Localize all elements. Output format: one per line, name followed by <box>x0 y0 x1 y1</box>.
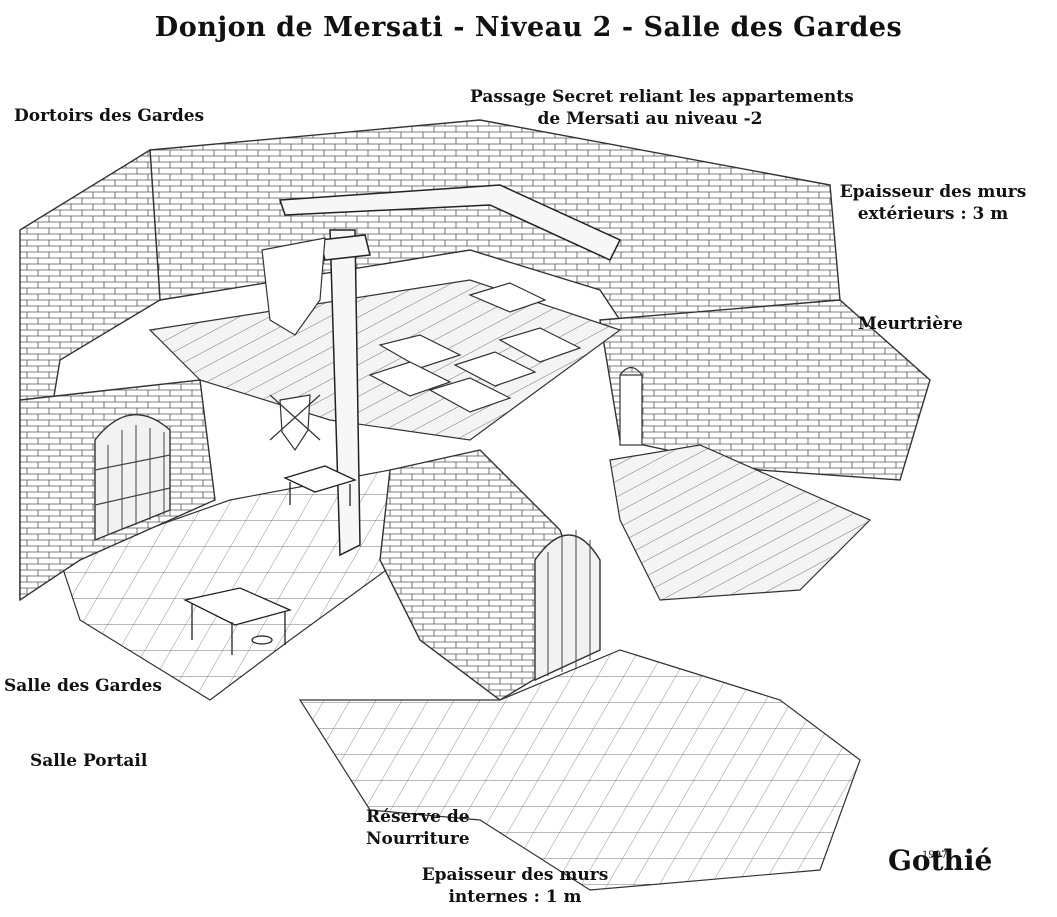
label-reserve-line2: Nourriture <box>366 829 470 849</box>
artist-signature: Gothié <box>888 844 993 877</box>
label-passage-line1: Passage Secret reliant les appartements <box>470 87 854 107</box>
label-epaisseur-exterieurs: Epaisseur des murs extérieurs : 3 m <box>828 181 1038 225</box>
label-passage-secret: Passage Secret reliant les appartements … <box>470 86 854 130</box>
label-salle-portail: Salle Portail <box>30 750 147 772</box>
guard-room-furniture <box>183 465 357 655</box>
shield-icon <box>269 394 321 452</box>
label-epaisseur-int-line2: internes : 1 m <box>448 887 582 907</box>
label-salle-gardes: Salle des Gardes <box>4 675 162 697</box>
label-salle-gardes-text: Salle des Gardes <box>4 676 162 696</box>
label-meurtriere-text: Meurtrière <box>858 314 963 334</box>
guard-room-floor <box>59 469 401 701</box>
label-passage-line2: de Mersati au niveau -2 <box>537 109 763 129</box>
label-epaisseur-internes: Epaisseur des murs internes : 1 m <box>415 864 615 908</box>
label-epaisseur-int-line1: Epaisseur des murs <box>421 865 609 885</box>
label-epaisseur-ext-line2: extérieurs : 3 m <box>857 204 1009 224</box>
ramp <box>609 444 872 601</box>
label-dortoirs-text: Dortoirs des Gardes <box>14 106 205 126</box>
label-salle-portail-text: Salle Portail <box>30 751 148 771</box>
label-reserve: Réserve de Nourriture <box>366 806 470 850</box>
left-wall <box>19 379 216 602</box>
beds <box>368 282 582 413</box>
signature-year: 1997 <box>922 850 948 861</box>
label-epaisseur-ext-line1: Epaisseur des murs <box>839 182 1027 202</box>
dormitory-floor <box>148 279 622 441</box>
label-reserve-line1: Réserve de <box>366 807 470 827</box>
portal-room-floor <box>298 649 861 891</box>
page-title: Donjon de Mersati - Niveau 2 - Salle des… <box>154 12 903 43</box>
label-dortoirs: Dortoirs des Gardes <box>14 105 204 127</box>
label-meurtriere: Meurtrière <box>858 313 963 335</box>
loophole-icon <box>619 366 643 446</box>
reserve-wall <box>379 449 601 701</box>
banner-icon <box>261 237 326 336</box>
